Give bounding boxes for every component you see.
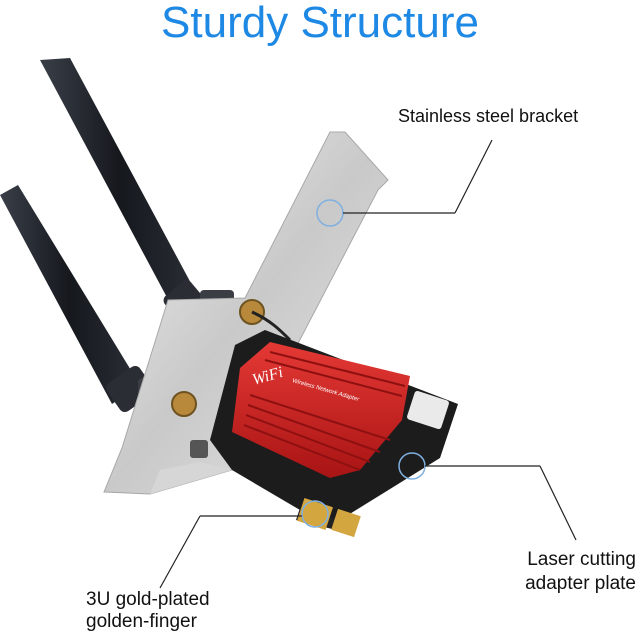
callout-gold-line1: 3U gold-plated (86, 589, 210, 610)
gold-fingers (297, 497, 361, 538)
callout-laser: Laser cutting adapter plate (525, 548, 636, 596)
callout-laser-pointer (398, 452, 577, 541)
callout-laser-line2: adapter plate (525, 573, 636, 594)
callout-gold-line2: golden-finger (86, 611, 197, 632)
connector-bottom (171, 391, 197, 417)
callout-bracket-pointer (316, 139, 493, 227)
callout-bracket: Stainless steel bracket (398, 104, 578, 128)
usb-header (407, 390, 449, 430)
heatsink: WiFi Wireless Network Adapter (232, 342, 410, 478)
page-title: Sturdy Structure (161, 0, 479, 47)
callout-bracket-text: Stainless steel bracket (398, 106, 579, 126)
callout-gold: 3U gold-plated golden-finger (86, 589, 210, 633)
component (190, 440, 208, 458)
callout-gold-pointer (159, 500, 329, 589)
callout-laser-line1: Laser cutting (527, 549, 636, 570)
